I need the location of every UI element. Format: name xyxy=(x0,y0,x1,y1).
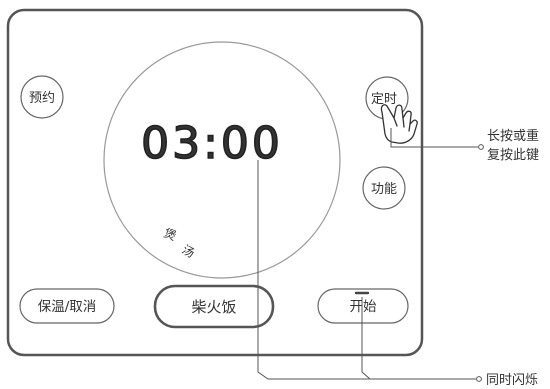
start-button[interactable]: 开始 xyxy=(317,288,409,324)
timer-button-label: 定时 xyxy=(371,92,397,107)
mode-label-char-1: 煲 xyxy=(162,225,179,243)
display-circle xyxy=(103,41,341,279)
flash-hint-label: 同时闪烁 xyxy=(486,373,538,388)
timer-hint-line-2: 复按此键 xyxy=(487,148,539,163)
function-button[interactable]: 功能 xyxy=(362,166,406,210)
mode-label-char-2: 汤 xyxy=(180,242,197,260)
display-flash-leader-line xyxy=(257,160,476,380)
firewood-rice-label: 柴火饭 xyxy=(191,298,236,316)
timer-hint-line-1: 长按或重 xyxy=(487,128,539,144)
flash-leader-dot xyxy=(476,376,482,382)
panel-outline xyxy=(6,8,424,357)
timer-leader-dot xyxy=(478,144,484,150)
timer-leader-line xyxy=(390,128,478,148)
reserve-button[interactable]: 预约 xyxy=(20,75,64,119)
keep-warm-cancel-label: 保温/取消 xyxy=(38,299,97,315)
start-button-label: 开始 xyxy=(350,299,377,315)
firewood-rice-button[interactable]: 柴火饭 xyxy=(153,284,275,329)
keep-warm-cancel-button[interactable]: 保温/取消 xyxy=(19,288,115,324)
time-display: 03:00 xyxy=(141,118,283,169)
reserve-button-label: 预约 xyxy=(29,91,55,106)
indicator-flash-leader-line xyxy=(361,297,371,380)
function-button-label: 功能 xyxy=(371,182,397,197)
hand-press-icon xyxy=(380,104,418,144)
